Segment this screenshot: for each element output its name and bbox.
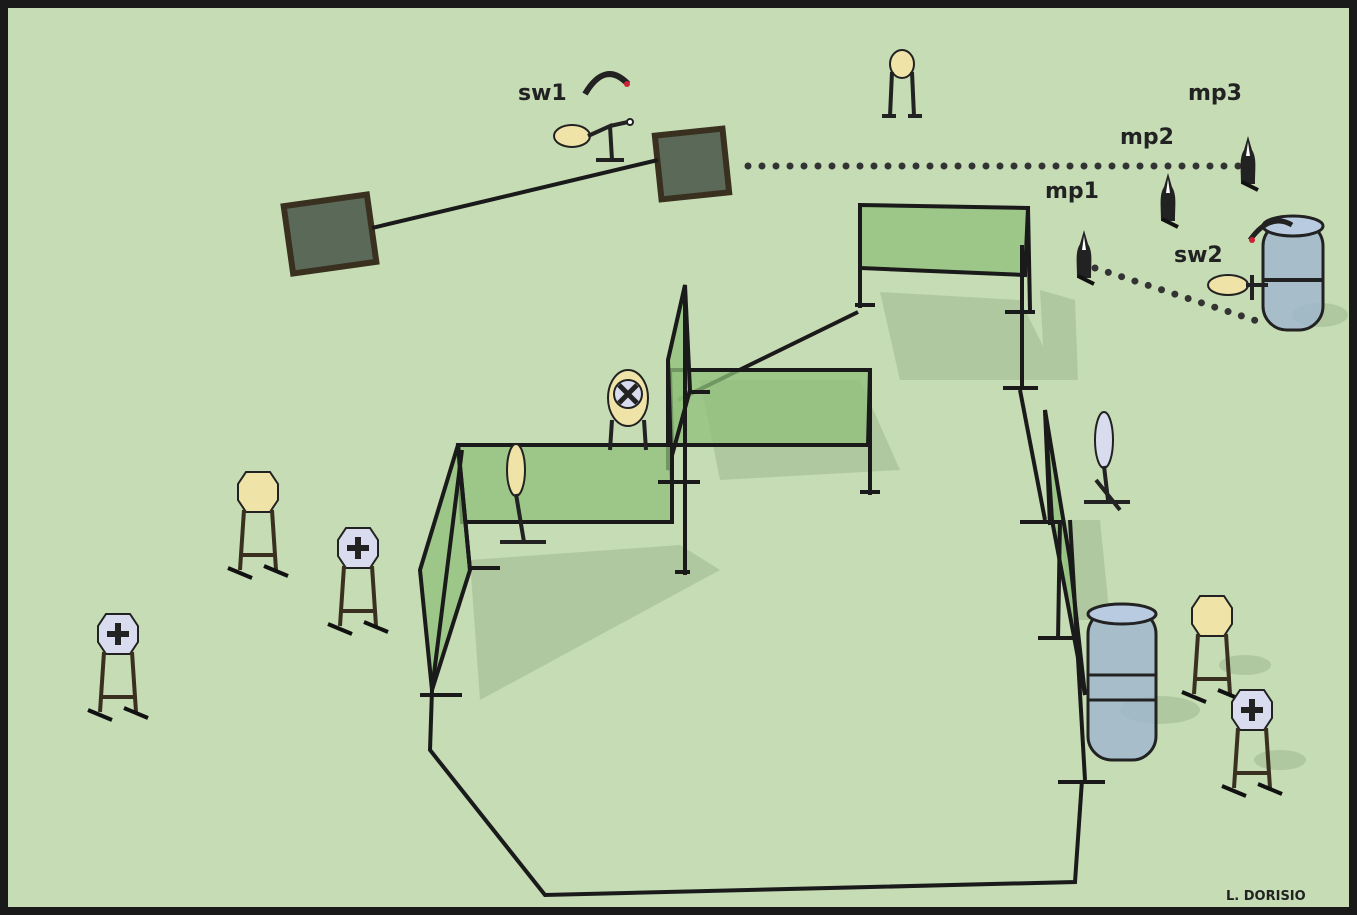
wall-back-right — [858, 202, 1031, 278]
target-top-center — [882, 49, 922, 118]
swinger-sw2 — [1207, 214, 1325, 332]
label-mp3: mp3 — [1188, 81, 1242, 106]
target-center-ns — [607, 369, 649, 451]
label-mp2: mp2 — [1120, 125, 1174, 150]
target-right-edge-view — [1084, 411, 1130, 512]
wall-middle — [667, 368, 873, 447]
fault-line-2 — [1018, 389, 1047, 521]
label-sw2: sw2 — [1174, 243, 1223, 268]
swinger-sw1 — [553, 71, 634, 162]
activator-wire — [371, 158, 659, 230]
plate-left — [280, 191, 380, 277]
barricade-walls — [417, 202, 1105, 784]
wall-front-left — [455, 443, 674, 524]
author-credit: L. DORISIO — [1226, 889, 1306, 904]
target-behind-wall — [500, 443, 546, 544]
barrel-front — [1086, 602, 1158, 762]
plate-center — [651, 125, 733, 203]
mp1-path — [1091, 264, 1264, 326]
label-sw1: sw1 — [518, 81, 567, 106]
shooting-area-boundary — [427, 689, 1084, 898]
label-mp1: mp1 — [1045, 179, 1099, 204]
